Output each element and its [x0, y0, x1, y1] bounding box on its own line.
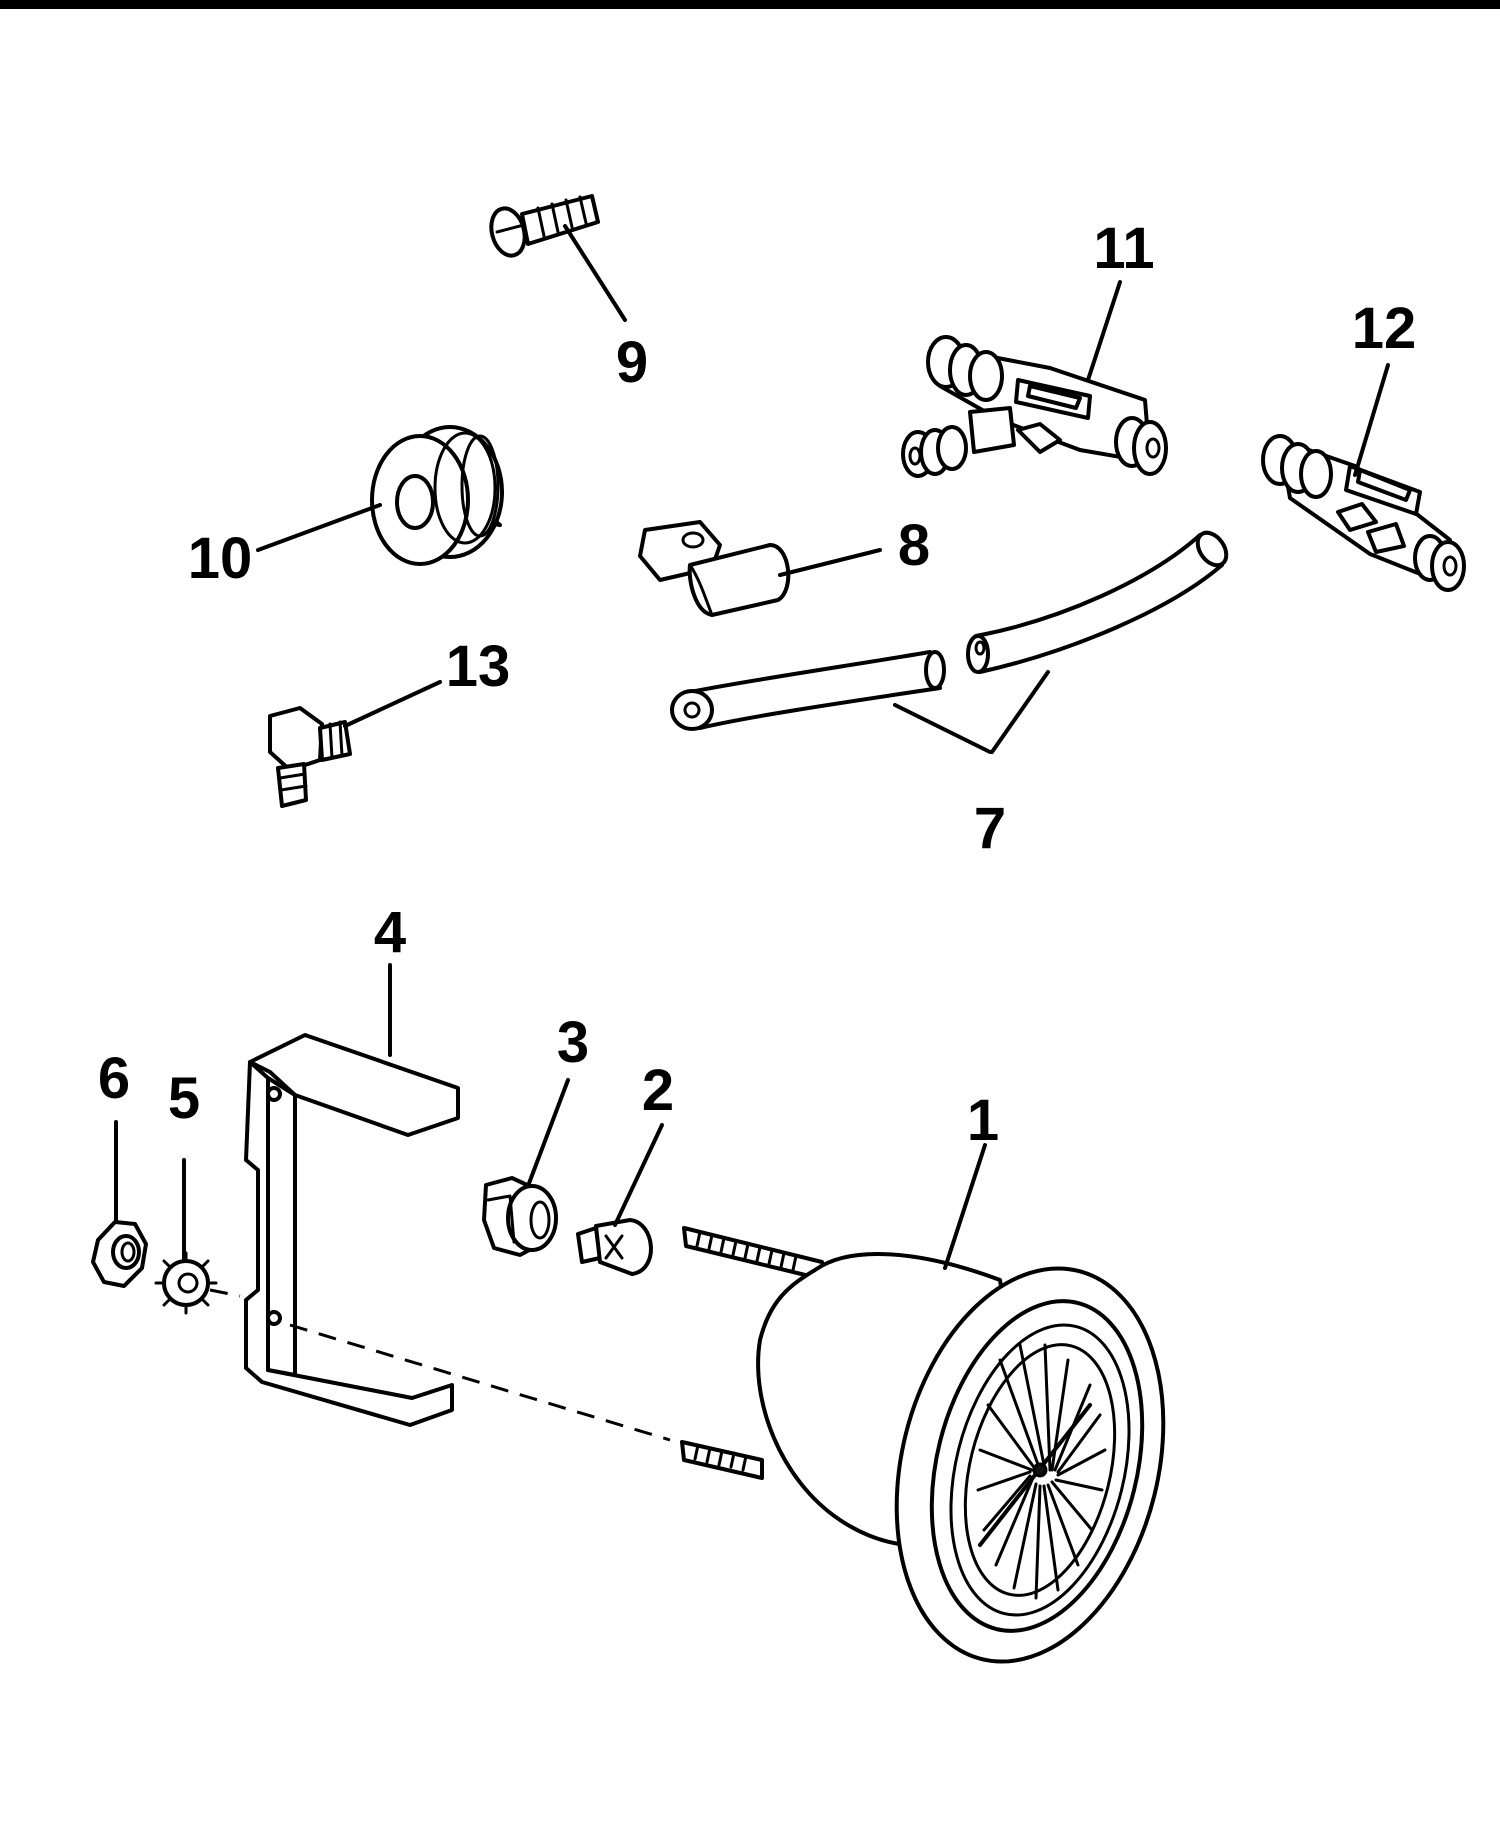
callout-3: 3	[557, 1010, 589, 1075]
callout-4: 4	[374, 900, 406, 965]
part-3-socket	[482, 1176, 558, 1257]
part-9-screw	[489, 194, 600, 258]
leader-10	[256, 503, 382, 552]
callout-1: 1	[967, 1088, 999, 1153]
callout-11: 11	[1093, 216, 1154, 281]
callout-8: 8	[898, 513, 930, 578]
part-11-tee-fitting	[901, 335, 1168, 478]
callout-10: 10	[188, 526, 253, 591]
leader-11	[1086, 280, 1122, 382]
part-1-gauge	[680, 1226, 1166, 1664]
callout-7: 7	[974, 796, 1006, 861]
part-8-clip	[638, 520, 791, 617]
part-5-lock-washer	[154, 1251, 218, 1315]
callout-12: 12	[1352, 296, 1417, 361]
assembly-dash-line	[289, 1323, 671, 1442]
part-12-straight-fitting	[1261, 434, 1466, 592]
callout-5: 5	[168, 1066, 200, 1131]
leader-3	[526, 1078, 570, 1188]
leader-8	[778, 548, 882, 577]
callout-6: 6	[98, 1046, 130, 1111]
leader-13	[343, 680, 442, 728]
leader-9	[563, 224, 627, 322]
leader-12	[1353, 363, 1390, 477]
callout-13: 13	[446, 634, 511, 699]
part-4-bracket	[244, 1033, 460, 1427]
part-6-nut	[91, 1220, 148, 1288]
washer-dash	[209, 1288, 241, 1298]
leader-7a	[893, 703, 992, 754]
part-2-bulb	[576, 1218, 653, 1276]
part-10-grommet	[370, 425, 504, 566]
leader-7b	[990, 670, 1050, 754]
top-rule	[0, 0, 1500, 9]
part-7-hoses	[670, 530, 1229, 731]
callout-9: 9	[616, 330, 648, 395]
leader-1	[943, 1143, 987, 1270]
callout-2: 2	[642, 1058, 674, 1123]
leader-2	[613, 1123, 664, 1227]
part-13-elbow-fitting	[268, 706, 352, 808]
